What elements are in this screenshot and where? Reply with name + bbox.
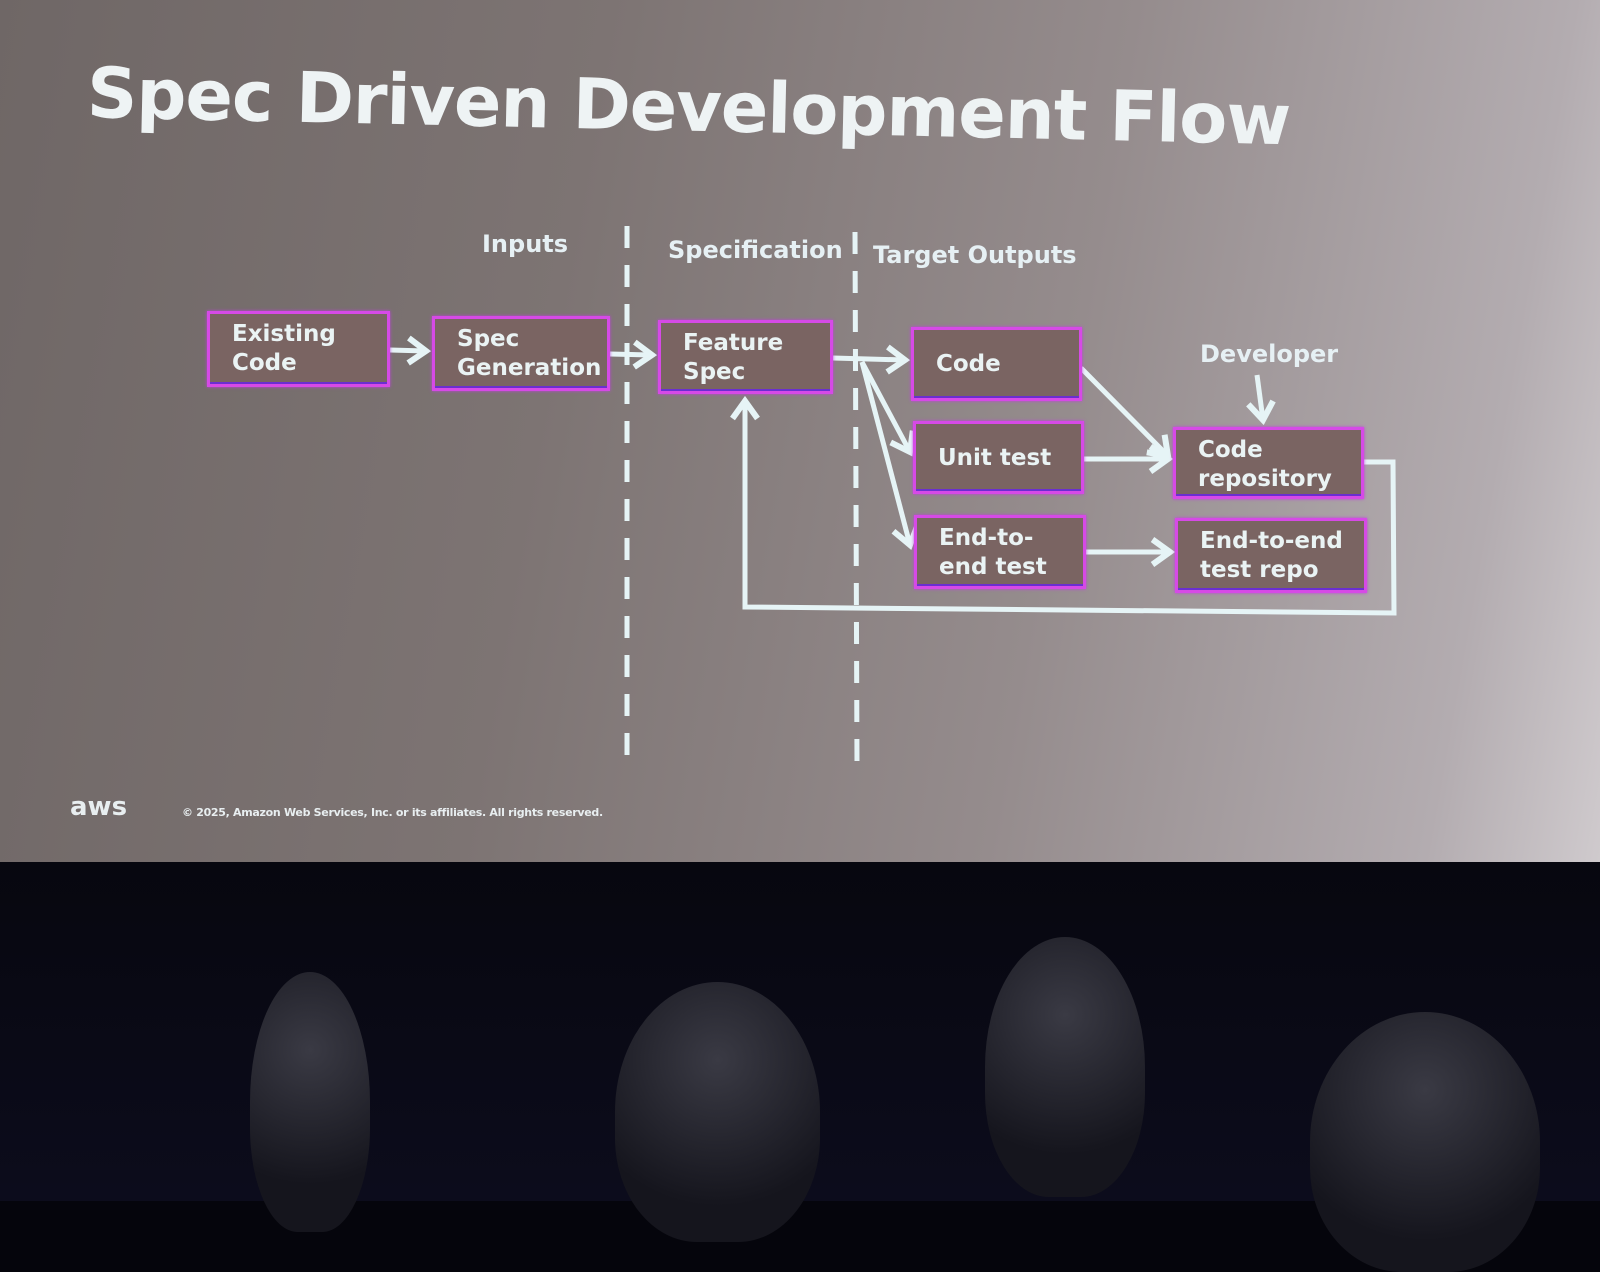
node-label-line: Generation [457, 355, 602, 381]
aws-logo: aws [70, 792, 128, 822]
arrow-existing-to-spec [389, 335, 432, 366]
arrow-feature-to-unittest [859, 360, 916, 457]
node-end-to-end-test-repo: End-to-end test repo [1175, 518, 1367, 593]
flow-connectors [389, 226, 1397, 766]
column-label-specification: Specification [668, 236, 843, 264]
audience-area [0, 862, 1600, 1272]
column-label-target-outputs: Target Outputs [873, 241, 1077, 269]
node-label-line: Spec [457, 326, 520, 352]
audience-head [615, 982, 820, 1242]
copyright-text: © 2025, Amazon Web Services, Inc. or its… [182, 806, 603, 819]
audience-head [1310, 1012, 1540, 1272]
arrow-specgen-to-feature [609, 339, 658, 370]
arrow-feature-to-code [832, 344, 911, 375]
column-label-inputs: Inputs [482, 230, 569, 258]
column-divider-2 [852, 231, 860, 766]
node-label-line: End-to-end [1200, 528, 1343, 554]
node-label-line: Code [1198, 437, 1263, 463]
node-code-repository: Code repository [1173, 427, 1364, 499]
node-label-line: Feature [683, 330, 784, 356]
node-label-line: Code [936, 351, 1001, 377]
node-label-line: Unit test [938, 445, 1052, 471]
arrow-developer-to-repo [1246, 374, 1276, 426]
audience-head [985, 937, 1145, 1197]
node-label-line: repository [1198, 466, 1332, 492]
node-label-line: end test [939, 554, 1047, 580]
node-label-line: test repo [1200, 557, 1319, 583]
node-end-to-end-test: End-to-end test [914, 515, 1086, 589]
node-label-line: Spec [683, 359, 746, 385]
node-label-line: End-to- [939, 525, 1034, 551]
node-label-line: Code [232, 350, 297, 376]
audience-head [250, 972, 370, 1232]
feedback-loop-arrow [730, 395, 1397, 616]
actor-developer: Developer [1200, 340, 1339, 368]
arrow-feature-to-e2e [859, 361, 921, 550]
presentation-slide: Spec Driven Development Flow Inputs Spec… [0, 0, 1600, 862]
node-label-line: Existing [232, 321, 336, 347]
node-code: Code [911, 327, 1082, 401]
node-unit-test: Unit test [913, 421, 1084, 494]
arrow-code-to-repo [1079, 366, 1172, 460]
